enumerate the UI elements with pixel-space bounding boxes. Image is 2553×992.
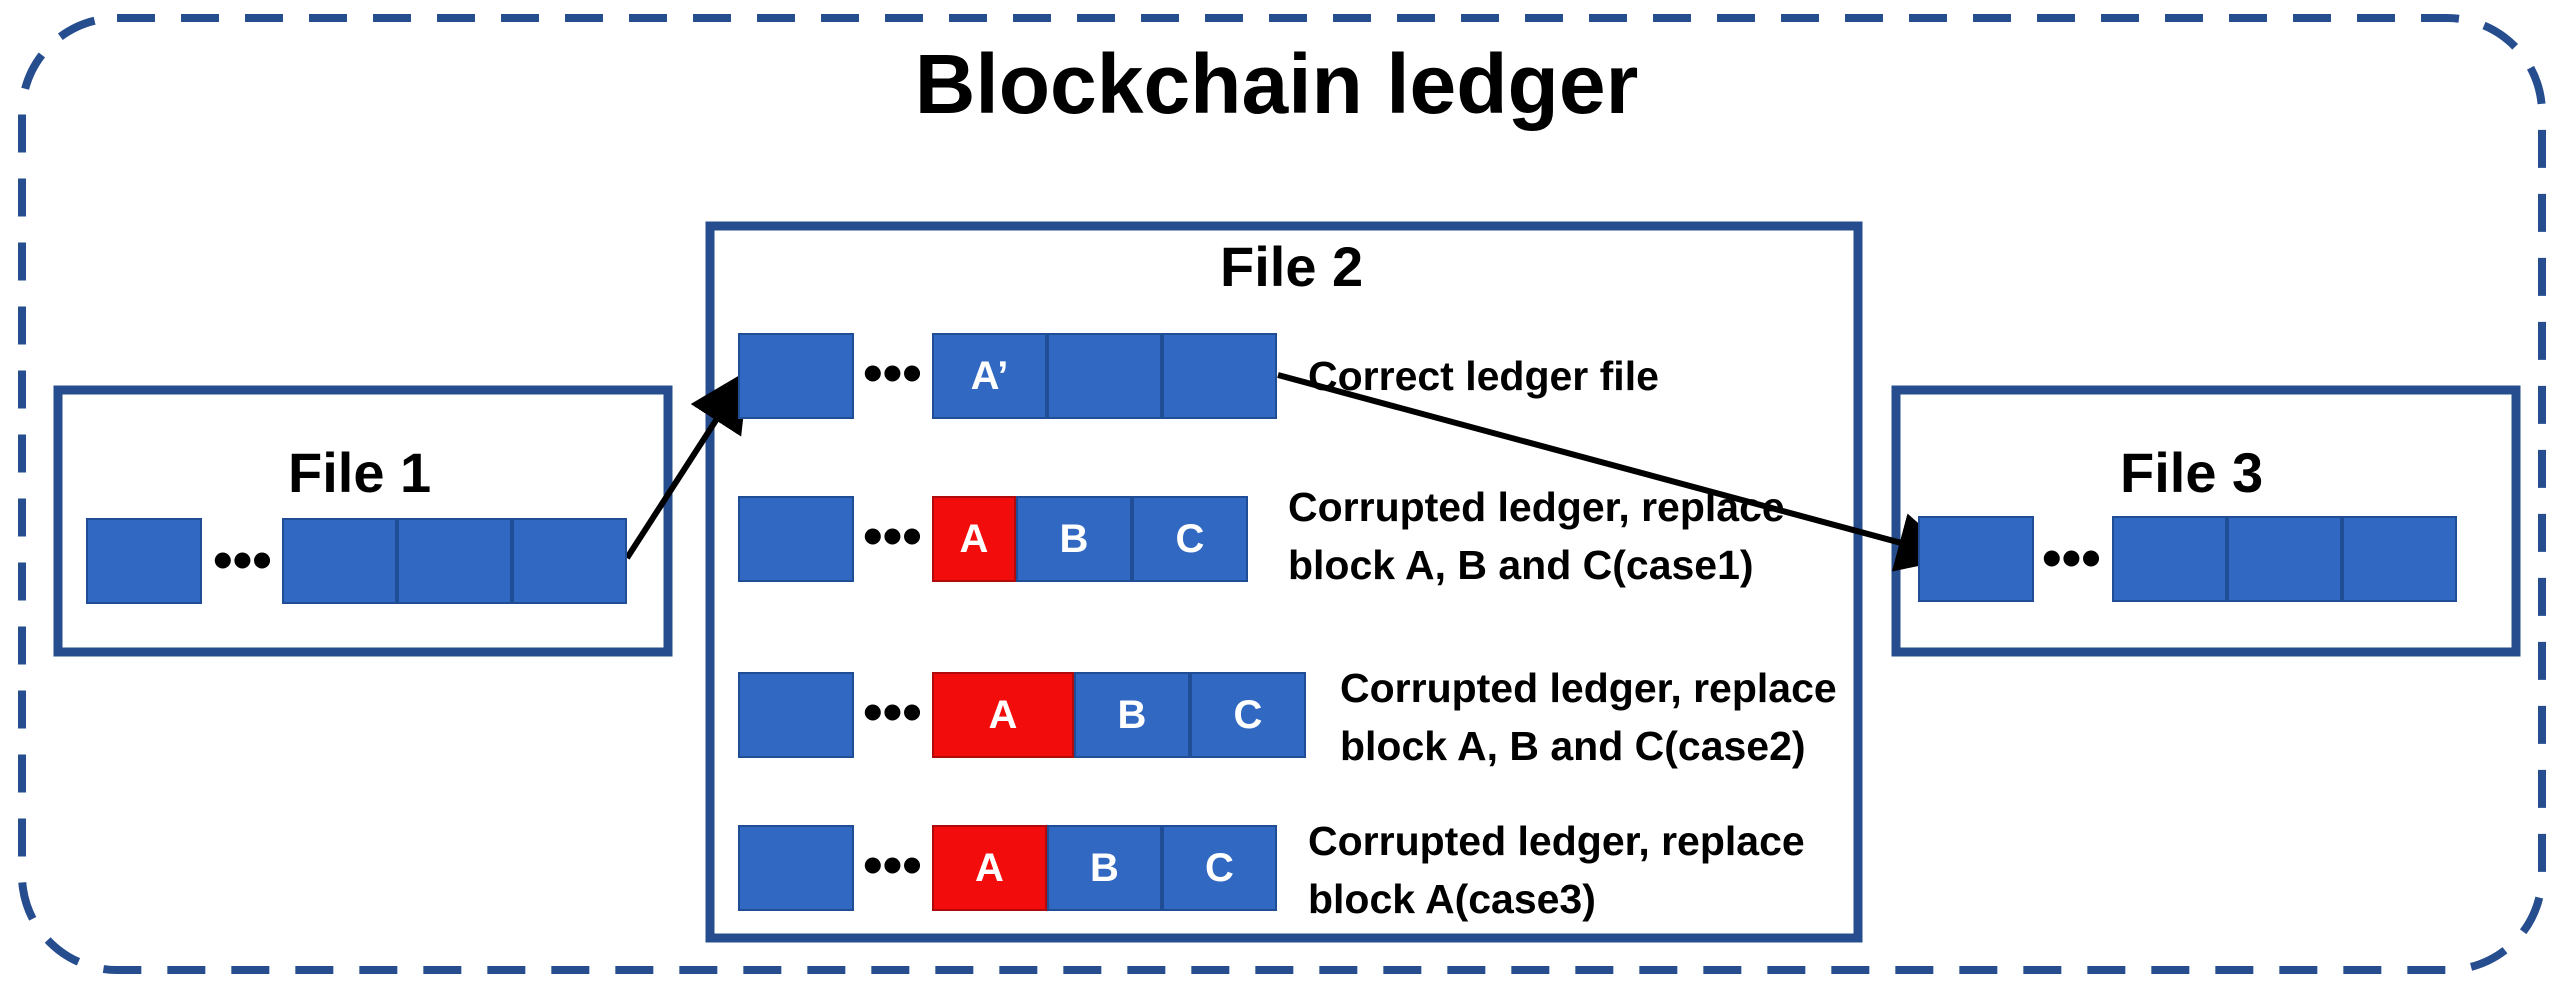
file3-title: File 3 — [2120, 441, 2264, 504]
file3-ellipsis: ••• — [2042, 526, 2101, 589]
file1-block — [282, 518, 397, 604]
file3-block — [2342, 516, 2457, 602]
file2-row3-block-b: B — [1074, 672, 1190, 758]
diagram-title: Blockchain ledger — [914, 37, 1639, 131]
file2-row4-first-block — [738, 825, 854, 911]
file1-first-block — [86, 518, 202, 604]
file3-block — [2227, 516, 2342, 602]
file2-row2-block-b: B — [1016, 496, 1132, 582]
file2-row4-block-b: B — [1047, 825, 1162, 911]
file1-block — [512, 518, 627, 604]
file1-title: File 1 — [288, 441, 432, 504]
file2-row1-ellipsis: ••• — [863, 341, 922, 404]
file2-row3-ellipsis: ••• — [863, 680, 922, 743]
file2-row1-first-block — [738, 333, 854, 419]
file2-row4-ellipsis: ••• — [863, 833, 922, 896]
file2-row4-label-line2: block A(case3) — [1308, 876, 1596, 922]
file2-row4-label-line1: Corrupted ledger, replace — [1308, 818, 1805, 864]
file2-frame — [705, 221, 1863, 943]
file2-row1-block — [1162, 333, 1277, 419]
file2-row2-label-line2: block A, B and C(case1) — [1288, 542, 1754, 588]
file2-row1-block — [1047, 333, 1162, 419]
file2-row3-block-a: A — [932, 672, 1074, 758]
file3-first-block — [1918, 516, 2034, 602]
file2-row2-block-c: C — [1132, 496, 1248, 582]
file2-title: File 2 — [1220, 235, 1364, 298]
arrow-file1-to-file2 — [624, 369, 749, 560]
file2-row1-label: Correct ledger file — [1308, 353, 1659, 399]
file1-block — [397, 518, 512, 604]
file2-row4-block-c: C — [1162, 825, 1277, 911]
file2-row2-first-block — [738, 496, 854, 582]
file2-row2-label-line1: Corrupted ledger, replace — [1288, 484, 1785, 530]
file2-row2-ellipsis: ••• — [863, 504, 922, 567]
file2-row2-block-a: A — [932, 496, 1016, 582]
file1-ellipsis: ••• — [213, 528, 272, 591]
file2-row4-block-a: A — [932, 825, 1047, 911]
file2-row3-label-line2: block A, B and C(case2) — [1340, 723, 1806, 769]
file2-row3-first-block — [738, 672, 854, 758]
file3-block — [2112, 516, 2227, 602]
file2-row1-block-a-prime: A’ — [932, 333, 1047, 419]
arrow-file2-to-file3 — [1277, 372, 1958, 572]
ledger-outer-dashed-frame — [18, 14, 2546, 974]
file2-row3-label-line1: Corrupted ledger, replace — [1340, 665, 1837, 711]
file2-row3-block-c: C — [1190, 672, 1306, 758]
file1-frame — [53, 385, 673, 657]
